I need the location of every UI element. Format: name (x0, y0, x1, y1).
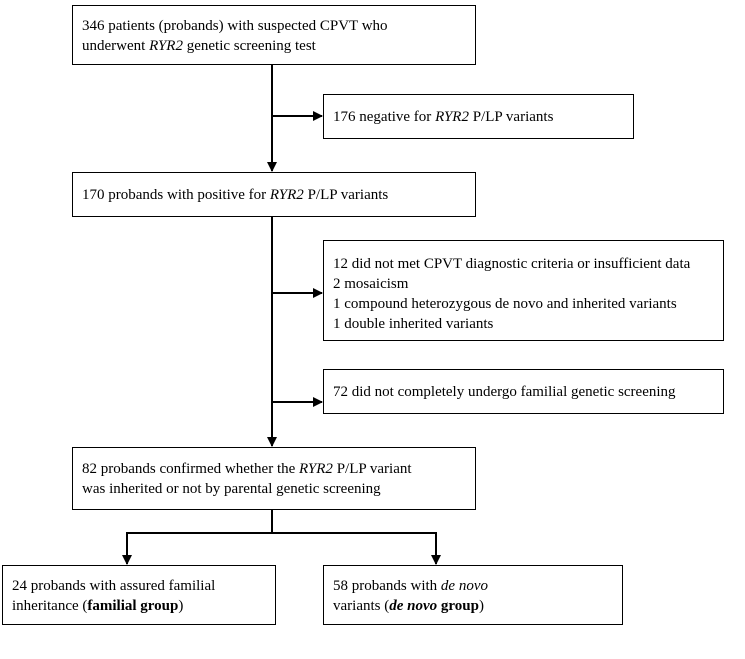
box-line: 176 negative for RYR2 P/LP variants (333, 107, 624, 127)
text-run: 82 probands confirmed whether the (82, 461, 300, 477)
text-run: underwent (82, 38, 150, 54)
text-run: 24 probands with assured familial (12, 578, 216, 594)
box-line: 346 patients (probands) with suspected C… (82, 16, 466, 36)
box-familial-group: 24 probands with assured familial inherit… (2, 565, 276, 625)
text-run: 72 did not completely undergo familial g… (333, 384, 676, 400)
text-run: 58 probands with (333, 578, 441, 594)
text-run: RYR2 (269, 187, 304, 203)
text-run: 170 probands with positive for (82, 187, 270, 203)
box-negative: 176 negative for RYR2 P/LP variants (323, 94, 634, 139)
text-run: P/LP variants (303, 187, 389, 203)
text-run: 176 negative for (333, 109, 436, 125)
text-run: 12 did not met CPVT diagnostic criteria … (333, 256, 691, 272)
box-line: 82 probands confirmed whether the RYR2 P… (82, 459, 466, 479)
box-line: 12 did not met CPVT diagnostic criteria … (333, 254, 714, 274)
text-run: P/LP variants (468, 109, 554, 125)
text-run: 1 compound heterozygous de novo and inhe… (333, 296, 677, 312)
box-screened-patients: 346 patients (probands) with suspected C… (72, 5, 476, 65)
box-confirmed: 82 probands confirmed whether the RYR2 P… (72, 447, 476, 510)
text-run: ) (178, 598, 184, 614)
box-line: 72 did not completely undergo familial g… (333, 382, 714, 402)
box-line: 170 probands with positive for RYR2 P/LP… (82, 185, 466, 205)
text-run: de novo (389, 598, 438, 614)
text-run: RYR2 (299, 461, 333, 477)
box-line: 1 double inherited variants (333, 314, 714, 334)
box-line: was inherited or not by parental genetic… (82, 479, 466, 499)
box-line: variants (de novo group) (333, 596, 613, 616)
box-line: inheritance (familial group) (12, 596, 266, 616)
box-excluded: 12 did not met CPVT diagnostic criteria … (323, 240, 724, 341)
text-run: group (437, 598, 479, 614)
text-run: P/LP variant (332, 461, 412, 477)
text-run: RYR2 (435, 109, 469, 125)
text-run: inheritance ( (12, 598, 88, 614)
text-run: variants ( (333, 598, 390, 614)
text-run: was inherited or not by parental genetic… (82, 481, 381, 497)
text-run: 1 double inherited variants (333, 316, 494, 332)
text-run: ) (478, 598, 484, 614)
box-incomplete-screening: 72 did not completely undergo familial g… (323, 369, 724, 414)
text-run: familial group (87, 598, 179, 614)
box-line: 24 probands with assured familial (12, 576, 266, 596)
text-run: 2 mosaicism (333, 276, 409, 292)
text-run: de novo (440, 578, 488, 594)
box-positive: 170 probands with positive for RYR2 P/LP… (72, 172, 476, 217)
text-run: 346 patients (probands) with suspected C… (82, 18, 388, 34)
box-line: underwent RYR2 genetic screening test (82, 36, 466, 56)
text-run: genetic screening test (182, 38, 316, 54)
box-line: 58 probands with de novo (333, 576, 613, 596)
box-line: 2 mosaicism (333, 274, 714, 294)
box-line: 1 compound heterozygous de novo and inhe… (333, 294, 714, 314)
text-run: RYR2 (149, 38, 183, 54)
